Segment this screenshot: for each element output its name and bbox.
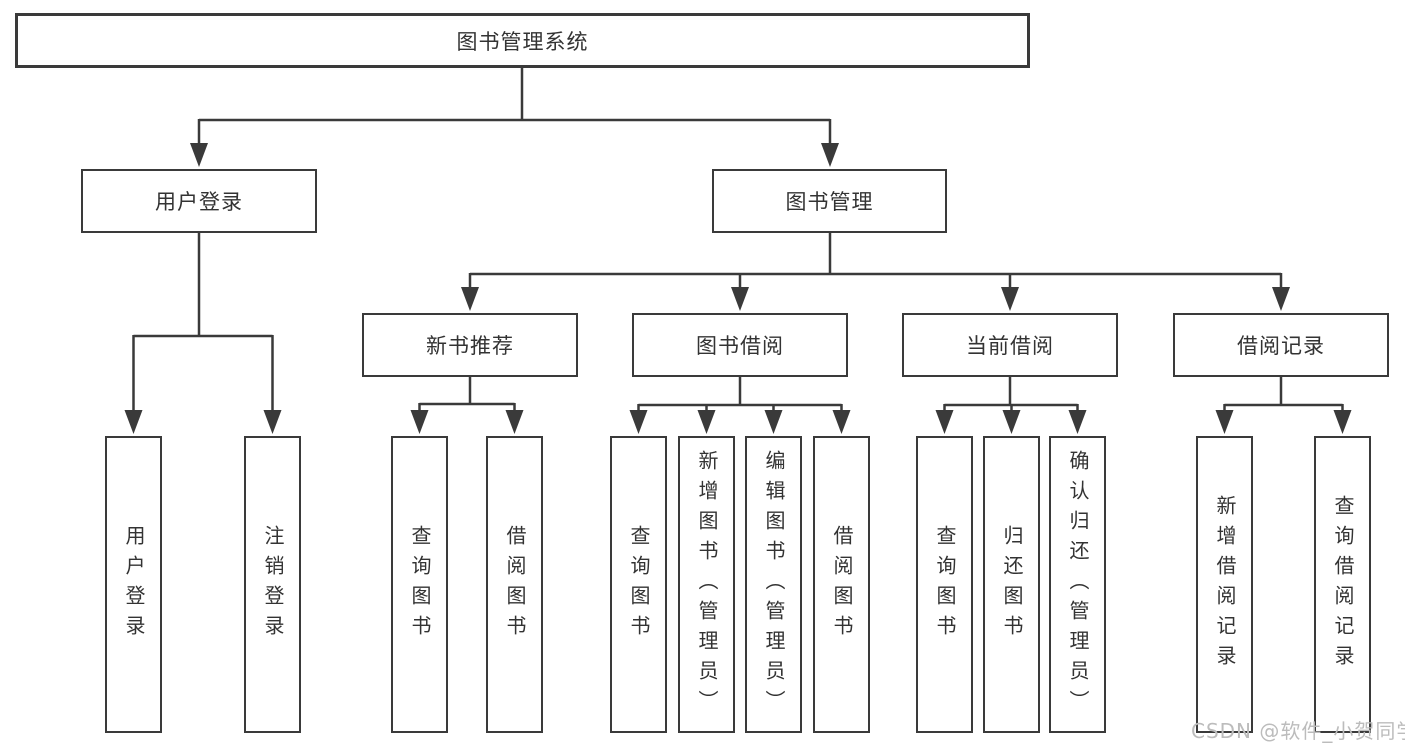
node-book-borrowing: 图书借阅 <box>632 313 848 377</box>
node-library-management-system: 图书管理系统 <box>15 13 1030 68</box>
node-label: 新增图书（管理员） <box>695 449 719 720</box>
node-label: 新增借阅记录 <box>1213 494 1237 675</box>
node-user-login-leaf: 用户登录 <box>105 436 162 733</box>
node-query-borrow-record-leaf: 查询借阅记录 <box>1314 436 1371 733</box>
node-label: 用户登录 <box>155 190 243 214</box>
node-query-books-leaf: 查询图书 <box>610 436 667 733</box>
node-label: 借阅图书 <box>830 524 854 645</box>
node-label: 用户登录 <box>122 524 146 645</box>
arrowhead-markers <box>124 143 1352 434</box>
node-book-management: 图书管理 <box>712 169 947 233</box>
node-label: 查询图书 <box>627 524 651 645</box>
node-label: 编辑图书（管理员） <box>762 449 786 720</box>
node-label: 当前借阅 <box>966 334 1054 358</box>
node-borrow-records: 借阅记录 <box>1173 313 1389 377</box>
node-label: 图书管理 <box>785 190 874 214</box>
node-label: 图书借阅 <box>696 334 784 358</box>
node-borrow-books-leaf: 借阅图书 <box>813 436 870 733</box>
node-label: 借阅图书 <box>503 524 527 645</box>
node-confirm-return-admin-leaf: 确认归还（管理员） <box>1049 436 1106 733</box>
node-edit-books-admin-leaf: 编辑图书（管理员） <box>745 436 802 733</box>
node-borrow-books-leaf: 借阅图书 <box>486 436 543 733</box>
node-query-books-leaf: 查询图书 <box>391 436 448 733</box>
node-add-books-admin-leaf: 新增图书（管理员） <box>678 436 735 733</box>
node-label: 查询图书 <box>408 524 432 645</box>
node-label: 查询借阅记录 <box>1331 494 1355 675</box>
node-label: 借阅记录 <box>1237 334 1325 358</box>
node-label: 图书管理系统 <box>456 29 589 54</box>
node-new-book-recommend: 新书推荐 <box>362 313 578 377</box>
csdn-watermark: CSDN @软件_小贺同学 <box>1191 719 1405 743</box>
node-user-login: 用户登录 <box>81 169 317 233</box>
node-logout-leaf: 注销登录 <box>244 436 301 733</box>
node-label: 确认归还（管理员） <box>1066 449 1090 720</box>
node-add-borrow-record-leaf: 新增借阅记录 <box>1196 436 1253 733</box>
node-label: 注销登录 <box>261 524 285 645</box>
node-label: 查询图书 <box>933 524 957 645</box>
node-label: 归还图书 <box>1000 524 1024 645</box>
node-return-books-leaf: 归还图书 <box>983 436 1040 733</box>
node-label: 新书推荐 <box>426 334 514 358</box>
node-query-books-leaf: 查询图书 <box>916 436 973 733</box>
node-current-borrowing: 当前借阅 <box>902 313 1118 377</box>
